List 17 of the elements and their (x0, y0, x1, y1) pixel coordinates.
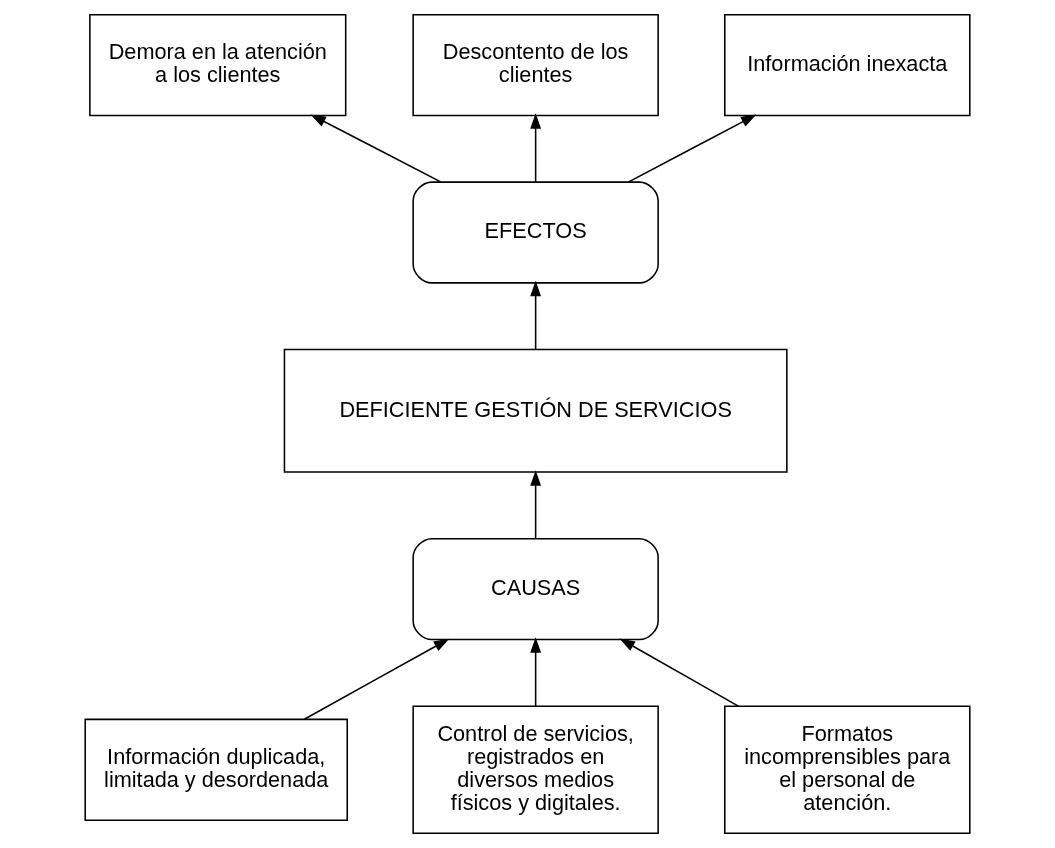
arrow (627, 114, 757, 183)
arrow (530, 280, 542, 351)
arrow (310, 114, 442, 183)
arrow (530, 113, 542, 183)
node-box: CAUSAS (412, 537, 659, 641)
node-box: DEFICIENTE GESTIÓN DE SERVICIOS (283, 348, 788, 473)
node-box: Demora en la atención a los clientes (89, 13, 347, 117)
node-box: Información inexacta (724, 13, 971, 117)
node-box: Formatos incomprensibles para el personal de atención. (724, 705, 971, 835)
arrow (619, 638, 740, 707)
arrow (530, 470, 542, 540)
node-box: EFECTOS (412, 181, 659, 284)
arrow (303, 638, 450, 720)
arrow (530, 637, 542, 707)
node-box: Control de servicios, registrados en diversos medios físicos y digitales. (412, 705, 659, 835)
node-box: Información duplicada, limitada y desordenada (84, 718, 349, 821)
node-box: Descontento de los clientes (412, 13, 659, 117)
